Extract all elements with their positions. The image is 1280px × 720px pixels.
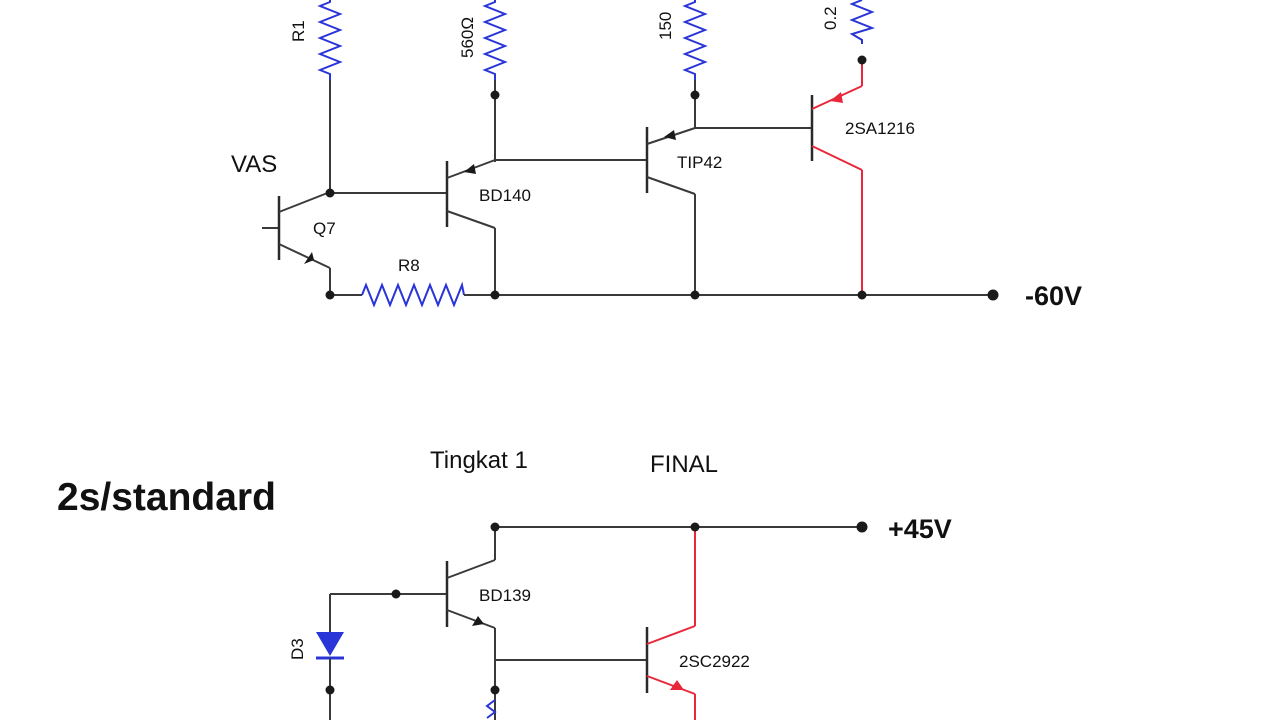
vas-label: VAS	[231, 151, 277, 178]
d3-label: D3	[288, 638, 307, 660]
standard-label: 2s/standard	[57, 476, 276, 519]
r8-label: R8	[398, 256, 420, 275]
resistor-r1	[317, 0, 343, 192]
sc2922-label: 2SC2922	[679, 652, 750, 671]
junction-nodes-bottom	[325, 521, 868, 695]
r-150-label: 150	[656, 12, 675, 40]
q7-label: Q7	[313, 219, 336, 238]
resistor-150	[682, 0, 708, 128]
sa1216-label: 2SA1216	[845, 119, 915, 138]
bd140-label: BD140	[479, 186, 531, 205]
transistor-2sc2922	[645, 527, 696, 720]
r1-label: R1	[289, 20, 308, 42]
r-02-label: 0.2	[821, 6, 840, 30]
pos-rail-label: +45V	[888, 514, 952, 544]
bd139-label: BD139	[479, 586, 531, 605]
neg-rail-label: -60V	[1025, 281, 1082, 311]
resistor-bottom-partial	[485, 699, 497, 719]
tip42-label: TIP42	[677, 153, 722, 172]
transistor-bd139	[445, 527, 496, 720]
transistor-q7	[262, 191, 331, 295]
final-label: FINAL	[650, 451, 718, 478]
transistor-bd140	[445, 159, 496, 295]
resistor-560	[482, 0, 508, 162]
resistor-r8	[330, 281, 495, 308]
transistor-tip42	[645, 127, 696, 295]
tingkat1-label: Tingkat 1	[430, 447, 528, 474]
transistor-2sa1216	[810, 60, 863, 295]
r-560-label: 560Ω	[458, 17, 477, 58]
junction-nodes-top	[325, 55, 999, 301]
resistor-0-2	[849, 0, 876, 44]
diode-d3	[316, 632, 344, 660]
